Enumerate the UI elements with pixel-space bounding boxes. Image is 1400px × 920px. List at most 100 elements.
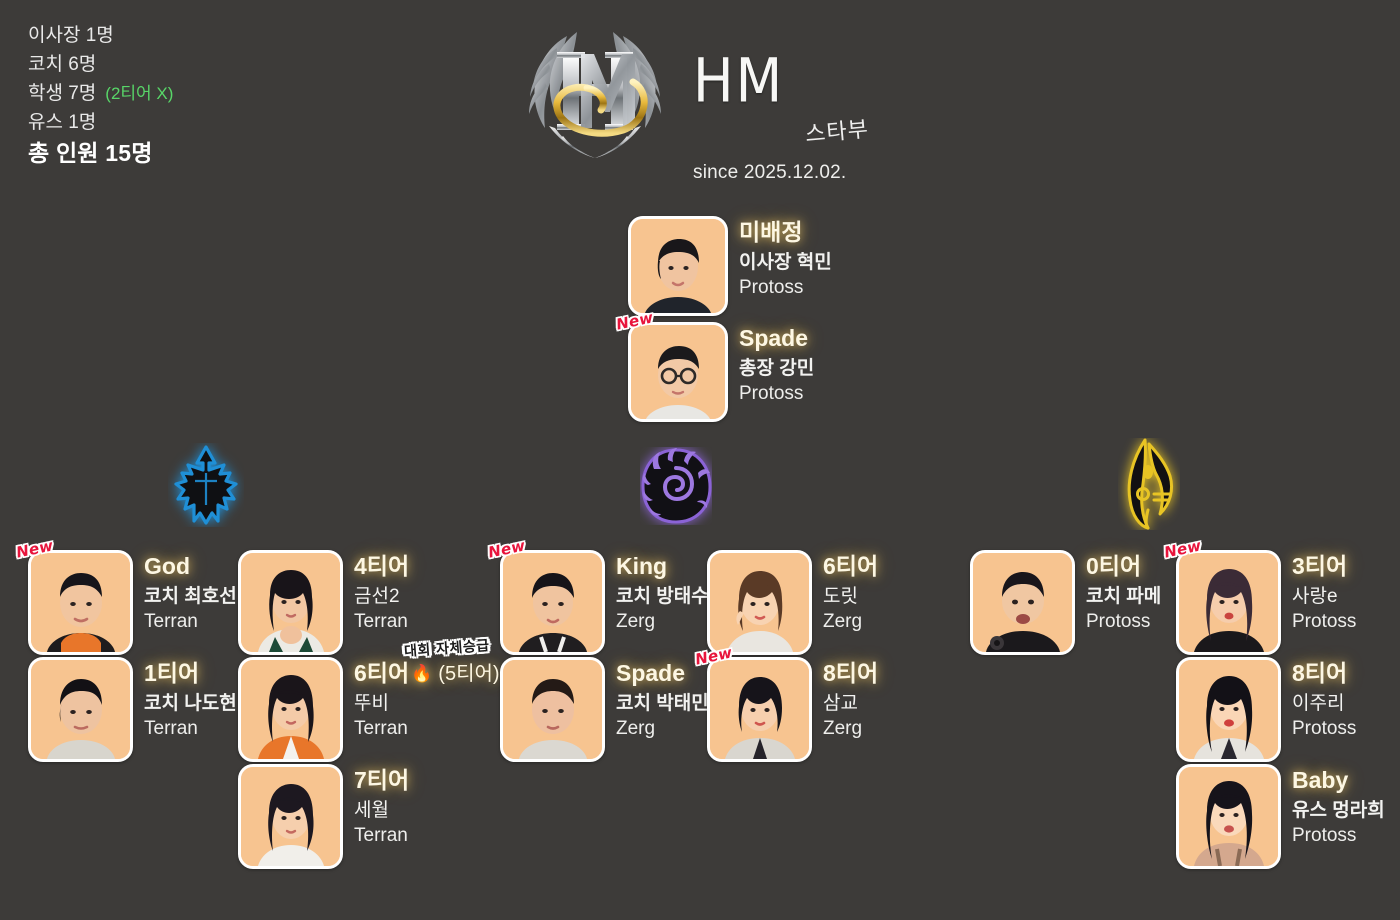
member-meta: 8티어 이주리 Protoss <box>1292 657 1356 742</box>
member-meta: Spade 코치 박태민 Zerg <box>616 657 709 742</box>
member-card[interactable]: New 8티어 삼교 Zerg <box>694 643 879 762</box>
member-name: 금선2 <box>354 585 400 607</box>
member-tier-label: Spade <box>616 660 686 686</box>
summary-note: (2티어 X) <box>105 84 174 103</box>
avatar <box>500 550 605 655</box>
member-tier: 4티어 <box>354 553 409 580</box>
avatar <box>238 764 343 869</box>
member-race: Zerg <box>823 611 863 633</box>
member-name: 뚜비 <box>354 692 389 714</box>
avatar-wrap <box>1176 657 1281 762</box>
summary-label: 유스 1명 <box>28 112 97 133</box>
member-name: 세월 <box>354 799 389 821</box>
member-name: 코치 박태민 <box>616 692 709 714</box>
zerg-emblem-icon <box>640 447 712 530</box>
member-meta: Spade 총장 강민 Protoss <box>739 322 814 407</box>
avatar-wrap: New <box>615 308 728 422</box>
member-tier-label: 8티어 <box>1292 660 1348 686</box>
member-name: 이주리 <box>1292 692 1345 714</box>
member-meta: King 코치 방태수 Zerg <box>616 550 709 635</box>
member-card[interactable]: 6티어 🔥 (5티어) 뚜비 Terran <box>238 657 500 762</box>
member-tier-label: 7티어 <box>354 767 410 793</box>
member-name: 코치 나도현 <box>144 692 237 714</box>
avatar <box>628 322 728 422</box>
avatar-wrap <box>1176 764 1281 869</box>
member-tier: 1티어 <box>144 660 237 687</box>
member-meta: God 코치 최호선 Terran <box>144 550 237 635</box>
member-race: Protoss <box>739 277 804 299</box>
member-race: Zerg <box>616 718 656 740</box>
brand-since: since 2025.12.02. <box>693 162 847 183</box>
avatar <box>238 657 343 762</box>
member-race: Protoss <box>1292 718 1357 740</box>
avatar-wrap: New <box>694 643 812 762</box>
member-name: 삼교 <box>823 692 858 714</box>
member-card-leader[interactable]: 미배정 이사장 혁민 Protoss <box>628 216 832 316</box>
avatar-wrap <box>500 657 605 762</box>
avatar <box>238 550 343 655</box>
terran-emblem-icon <box>168 443 244 532</box>
member-card[interactable]: 8티어 이주리 Protoss <box>1176 657 1356 762</box>
member-race: Terran <box>144 611 198 633</box>
member-tier-label: 미배정 <box>739 219 803 245</box>
member-tier: 7티어 <box>354 767 410 794</box>
avatar-wrap <box>707 550 812 655</box>
member-tier: 0티어 <box>1086 553 1161 580</box>
summary-line: 학생 7명(2티어 X) <box>28 84 173 103</box>
member-tier-label: 8티어 <box>823 660 879 686</box>
member-card[interactable]: New God 코치 최호선 Terran <box>15 536 237 655</box>
avatar <box>500 657 605 762</box>
member-meta: 1티어 코치 나도현 Terran <box>144 657 237 742</box>
summary-line: 유스 1명 <box>28 113 173 132</box>
summary-label: 이사장 1명 <box>28 25 114 46</box>
avatar <box>707 657 812 762</box>
member-card[interactable]: 4티어 금선2 Terran <box>238 550 409 655</box>
summary-line: 이사장 1명 <box>28 26 173 45</box>
member-card[interactable]: Baby 유스 멍라희 Protoss <box>1176 764 1385 869</box>
member-meta: 6티어 🔥 (5티어) 뚜비 Terran <box>354 657 500 742</box>
member-name: 유스 멍라희 <box>1292 799 1385 821</box>
avatar-wrap <box>238 764 343 869</box>
avatar <box>1176 764 1281 869</box>
member-card[interactable]: Spade 코치 박태민 Zerg <box>500 657 709 762</box>
member-tier-extra: (5티어) <box>438 662 500 685</box>
member-meta: 4티어 금선2 Terran <box>354 550 409 635</box>
member-card[interactable]: 6티어 도릿 Zerg <box>707 550 878 655</box>
member-tier-label: 1티어 <box>144 660 200 686</box>
member-meta: 미배정 이사장 혁민 Protoss <box>739 216 832 301</box>
avatar <box>28 550 133 655</box>
member-tier: 8티어 <box>823 660 879 687</box>
member-tier: Spade <box>739 325 814 352</box>
member-meta: 6티어 도릿 Zerg <box>823 550 878 635</box>
member-meta: 7티어 세월 Terran <box>354 764 409 849</box>
member-card[interactable]: New King 코치 방태수 Zerg <box>487 536 709 655</box>
member-tier: 6티어 🔥 (5티어) <box>354 660 500 687</box>
member-meta: 3티어 사랑e Protoss <box>1292 550 1356 635</box>
member-name: 총장 강민 <box>739 357 815 379</box>
avatar-wrap <box>970 550 1075 655</box>
member-race: Protoss <box>1292 825 1357 847</box>
member-meta: Baby 유스 멍라희 Protoss <box>1292 764 1385 849</box>
avatar-wrap <box>628 216 728 316</box>
member-card[interactable]: 1티어 코치 나도현 Terran <box>28 657 237 762</box>
member-tier-label: Baby <box>1292 767 1349 793</box>
member-card[interactable]: New 3티어 사랑e Protoss <box>1163 536 1356 655</box>
avatar-wrap <box>238 550 343 655</box>
member-card[interactable]: 7티어 세월 Terran <box>238 764 409 869</box>
hm-laurel-crest-icon <box>505 18 685 168</box>
member-tier-label: 6티어 <box>823 553 879 579</box>
member-card[interactable]: 0티어 코치 파메 Protoss <box>970 550 1161 655</box>
member-tier: 미배정 <box>739 219 832 246</box>
protoss-emblem-icon <box>1118 438 1180 535</box>
member-card-leader[interactable]: New Spade 총장 강민 Protoss <box>615 308 814 422</box>
avatar-wrap <box>28 657 133 762</box>
brand-subtitle: 스타부 <box>804 117 870 148</box>
avatar <box>707 550 812 655</box>
avatar <box>28 657 133 762</box>
member-tier: God <box>144 553 237 580</box>
member-meta: 0티어 코치 파메 Protoss <box>1086 550 1161 635</box>
member-tier: 3티어 <box>1292 553 1356 580</box>
member-name: 사랑e <box>1292 585 1338 607</box>
member-race: Protoss <box>739 383 804 405</box>
